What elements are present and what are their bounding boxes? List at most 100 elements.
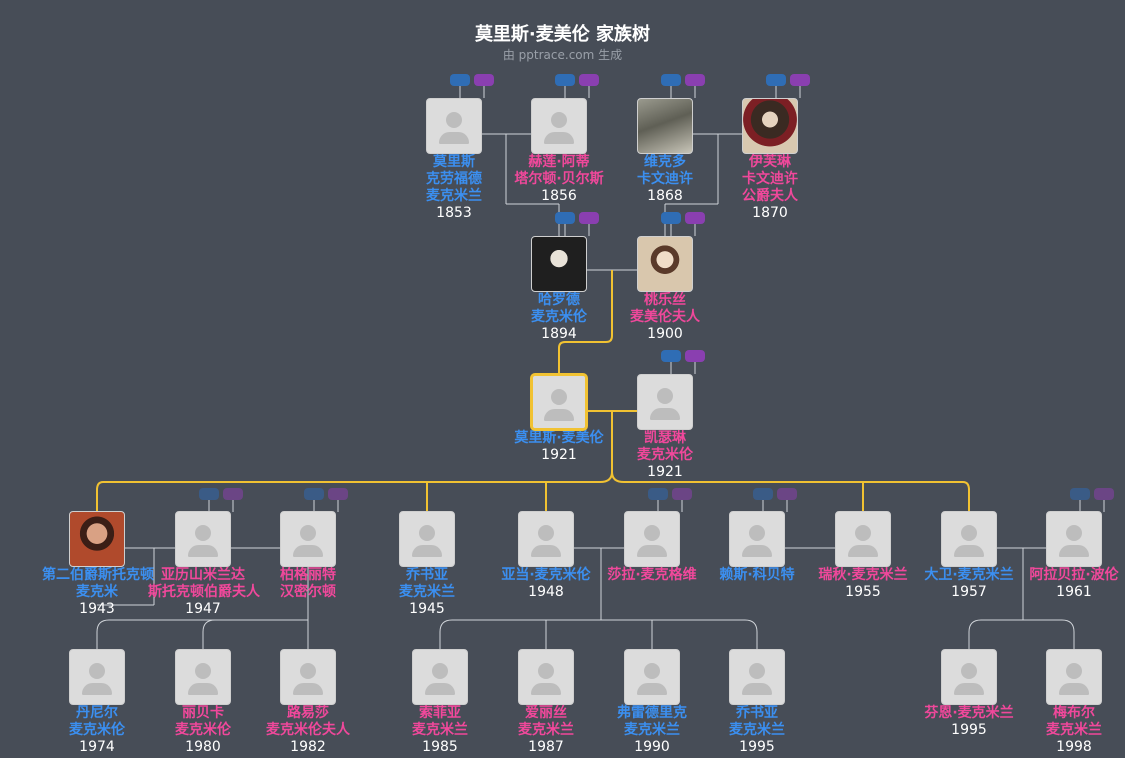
person-name[interactable]: 桃乐丝麦美伦夫人 (630, 292, 700, 325)
person-name[interactable]: 莫里斯·麦美伦 (514, 430, 604, 446)
person-avatar-icon[interactable] (399, 511, 455, 567)
add-parent-button[interactable] (199, 488, 219, 500)
person-name[interactable]: 赫莲·阿蒂塔尔顿·贝尔斯 (514, 154, 604, 187)
person-name[interactable]: 乔书亚麦克米兰 (729, 705, 785, 738)
person-name[interactable]: 路易莎麦克米伦夫人 (266, 705, 350, 738)
person-node[interactable]: 柏格丽特汉密尔顿 (253, 511, 363, 601)
person-avatar-icon[interactable] (531, 98, 587, 154)
add-parent-button[interactable] (661, 74, 681, 86)
add-parent-button[interactable] (661, 350, 681, 362)
add-spouse-button[interactable] (579, 212, 599, 224)
add-spouse-button[interactable] (223, 488, 243, 500)
person-name[interactable]: 莫里斯克劳福德麦克米兰 (426, 154, 482, 204)
person-name[interactable]: 维克多卡文迪许 (637, 154, 693, 187)
person-avatar-icon[interactable] (729, 649, 785, 705)
person-avatar-icon[interactable] (175, 511, 231, 567)
add-parent-button[interactable] (555, 74, 575, 86)
person-avatar-icon[interactable] (637, 374, 693, 430)
add-parent-button[interactable] (555, 212, 575, 224)
add-spouse-button[interactable] (328, 488, 348, 500)
person-name[interactable]: 柏格丽特汉密尔顿 (280, 567, 336, 600)
person-name[interactable]: 莎拉·麦克格维 (607, 567, 697, 583)
person-name[interactable]: 凯瑟琳麦克米伦 (637, 430, 693, 463)
add-spouse-button[interactable] (685, 212, 705, 224)
person-name[interactable]: 丹尼尔麦克米伦 (69, 705, 125, 738)
person-avatar-icon[interactable] (69, 649, 125, 705)
person-name[interactable]: 亚当·麦克米伦 (501, 567, 591, 583)
add-spouse-button[interactable] (790, 74, 810, 86)
person-avatar-icon[interactable] (624, 511, 680, 567)
person-avatar-icon[interactable] (624, 649, 680, 705)
person-avatar-icon[interactable] (835, 511, 891, 567)
add-spouse-button[interactable] (672, 488, 692, 500)
person-name[interactable]: 哈罗德麦克米伦 (531, 292, 587, 325)
person-name[interactable]: 第二伯爵斯托克顿麦克米 (42, 567, 154, 600)
person-photo[interactable] (742, 98, 798, 154)
person-name[interactable]: 索菲亚麦克米兰 (412, 705, 468, 738)
person-avatar-icon[interactable] (280, 649, 336, 705)
add-parent-button[interactable] (450, 74, 470, 86)
person-name[interactable]: 亚历山米兰达斯托克顿伯爵夫人 (148, 567, 260, 600)
person-avatar-icon[interactable] (1046, 511, 1102, 567)
add-parent-button[interactable] (304, 488, 324, 500)
person-node[interactable]: 莎拉·麦克格维 (597, 511, 707, 584)
person-avatar-icon[interactable] (175, 649, 231, 705)
person-avatar-icon[interactable] (518, 511, 574, 567)
person-name[interactable]: 弗雷德里克麦克米兰 (617, 705, 687, 738)
person-avatar-icon[interactable] (941, 511, 997, 567)
person-avatar-icon[interactable] (280, 511, 336, 567)
person-avatar-icon[interactable] (941, 649, 997, 705)
person-name[interactable]: 瑞秋·麦克米兰 (818, 567, 908, 583)
add-parent-button[interactable] (753, 488, 773, 500)
person-name[interactable]: 阿拉贝拉·波伦 (1029, 567, 1119, 583)
person-photo[interactable] (637, 98, 693, 154)
person-name[interactable]: 丽贝卡麦克米伦 (175, 705, 231, 738)
person-avatar-icon[interactable] (531, 374, 587, 430)
person-photo[interactable] (637, 236, 693, 292)
person-name[interactable]: 大卫·麦克米兰 (924, 567, 1014, 583)
person-avatar-icon[interactable] (729, 511, 785, 567)
person-avatar-icon[interactable] (1046, 649, 1102, 705)
person-name[interactable]: 芬恩·麦克米兰 (924, 705, 1014, 721)
person-name[interactable]: 伊芙琳卡文迪许公爵夫人 (742, 154, 798, 204)
person-name[interactable]: 乔书亚麦克米兰 (399, 567, 455, 600)
person-avatar-icon[interactable] (412, 649, 468, 705)
person-name[interactable]: 爱丽丝麦克米兰 (518, 705, 574, 738)
add-spouse-button[interactable] (579, 74, 599, 86)
add-parent-button[interactable] (648, 488, 668, 500)
add-spouse-button[interactable] (1094, 488, 1114, 500)
add-spouse-button[interactable] (474, 74, 494, 86)
person-name[interactable]: 梅布尔麦克米兰 (1046, 705, 1102, 738)
add-parent-button[interactable] (766, 74, 786, 86)
person-name[interactable]: 赖斯·科贝特 (719, 567, 795, 583)
add-spouse-button[interactable] (777, 488, 797, 500)
person-photo[interactable] (69, 511, 125, 567)
add-spouse-button[interactable] (685, 350, 705, 362)
person-avatar-icon[interactable] (426, 98, 482, 154)
person-node[interactable]: 赖斯·科贝特 (702, 511, 812, 584)
